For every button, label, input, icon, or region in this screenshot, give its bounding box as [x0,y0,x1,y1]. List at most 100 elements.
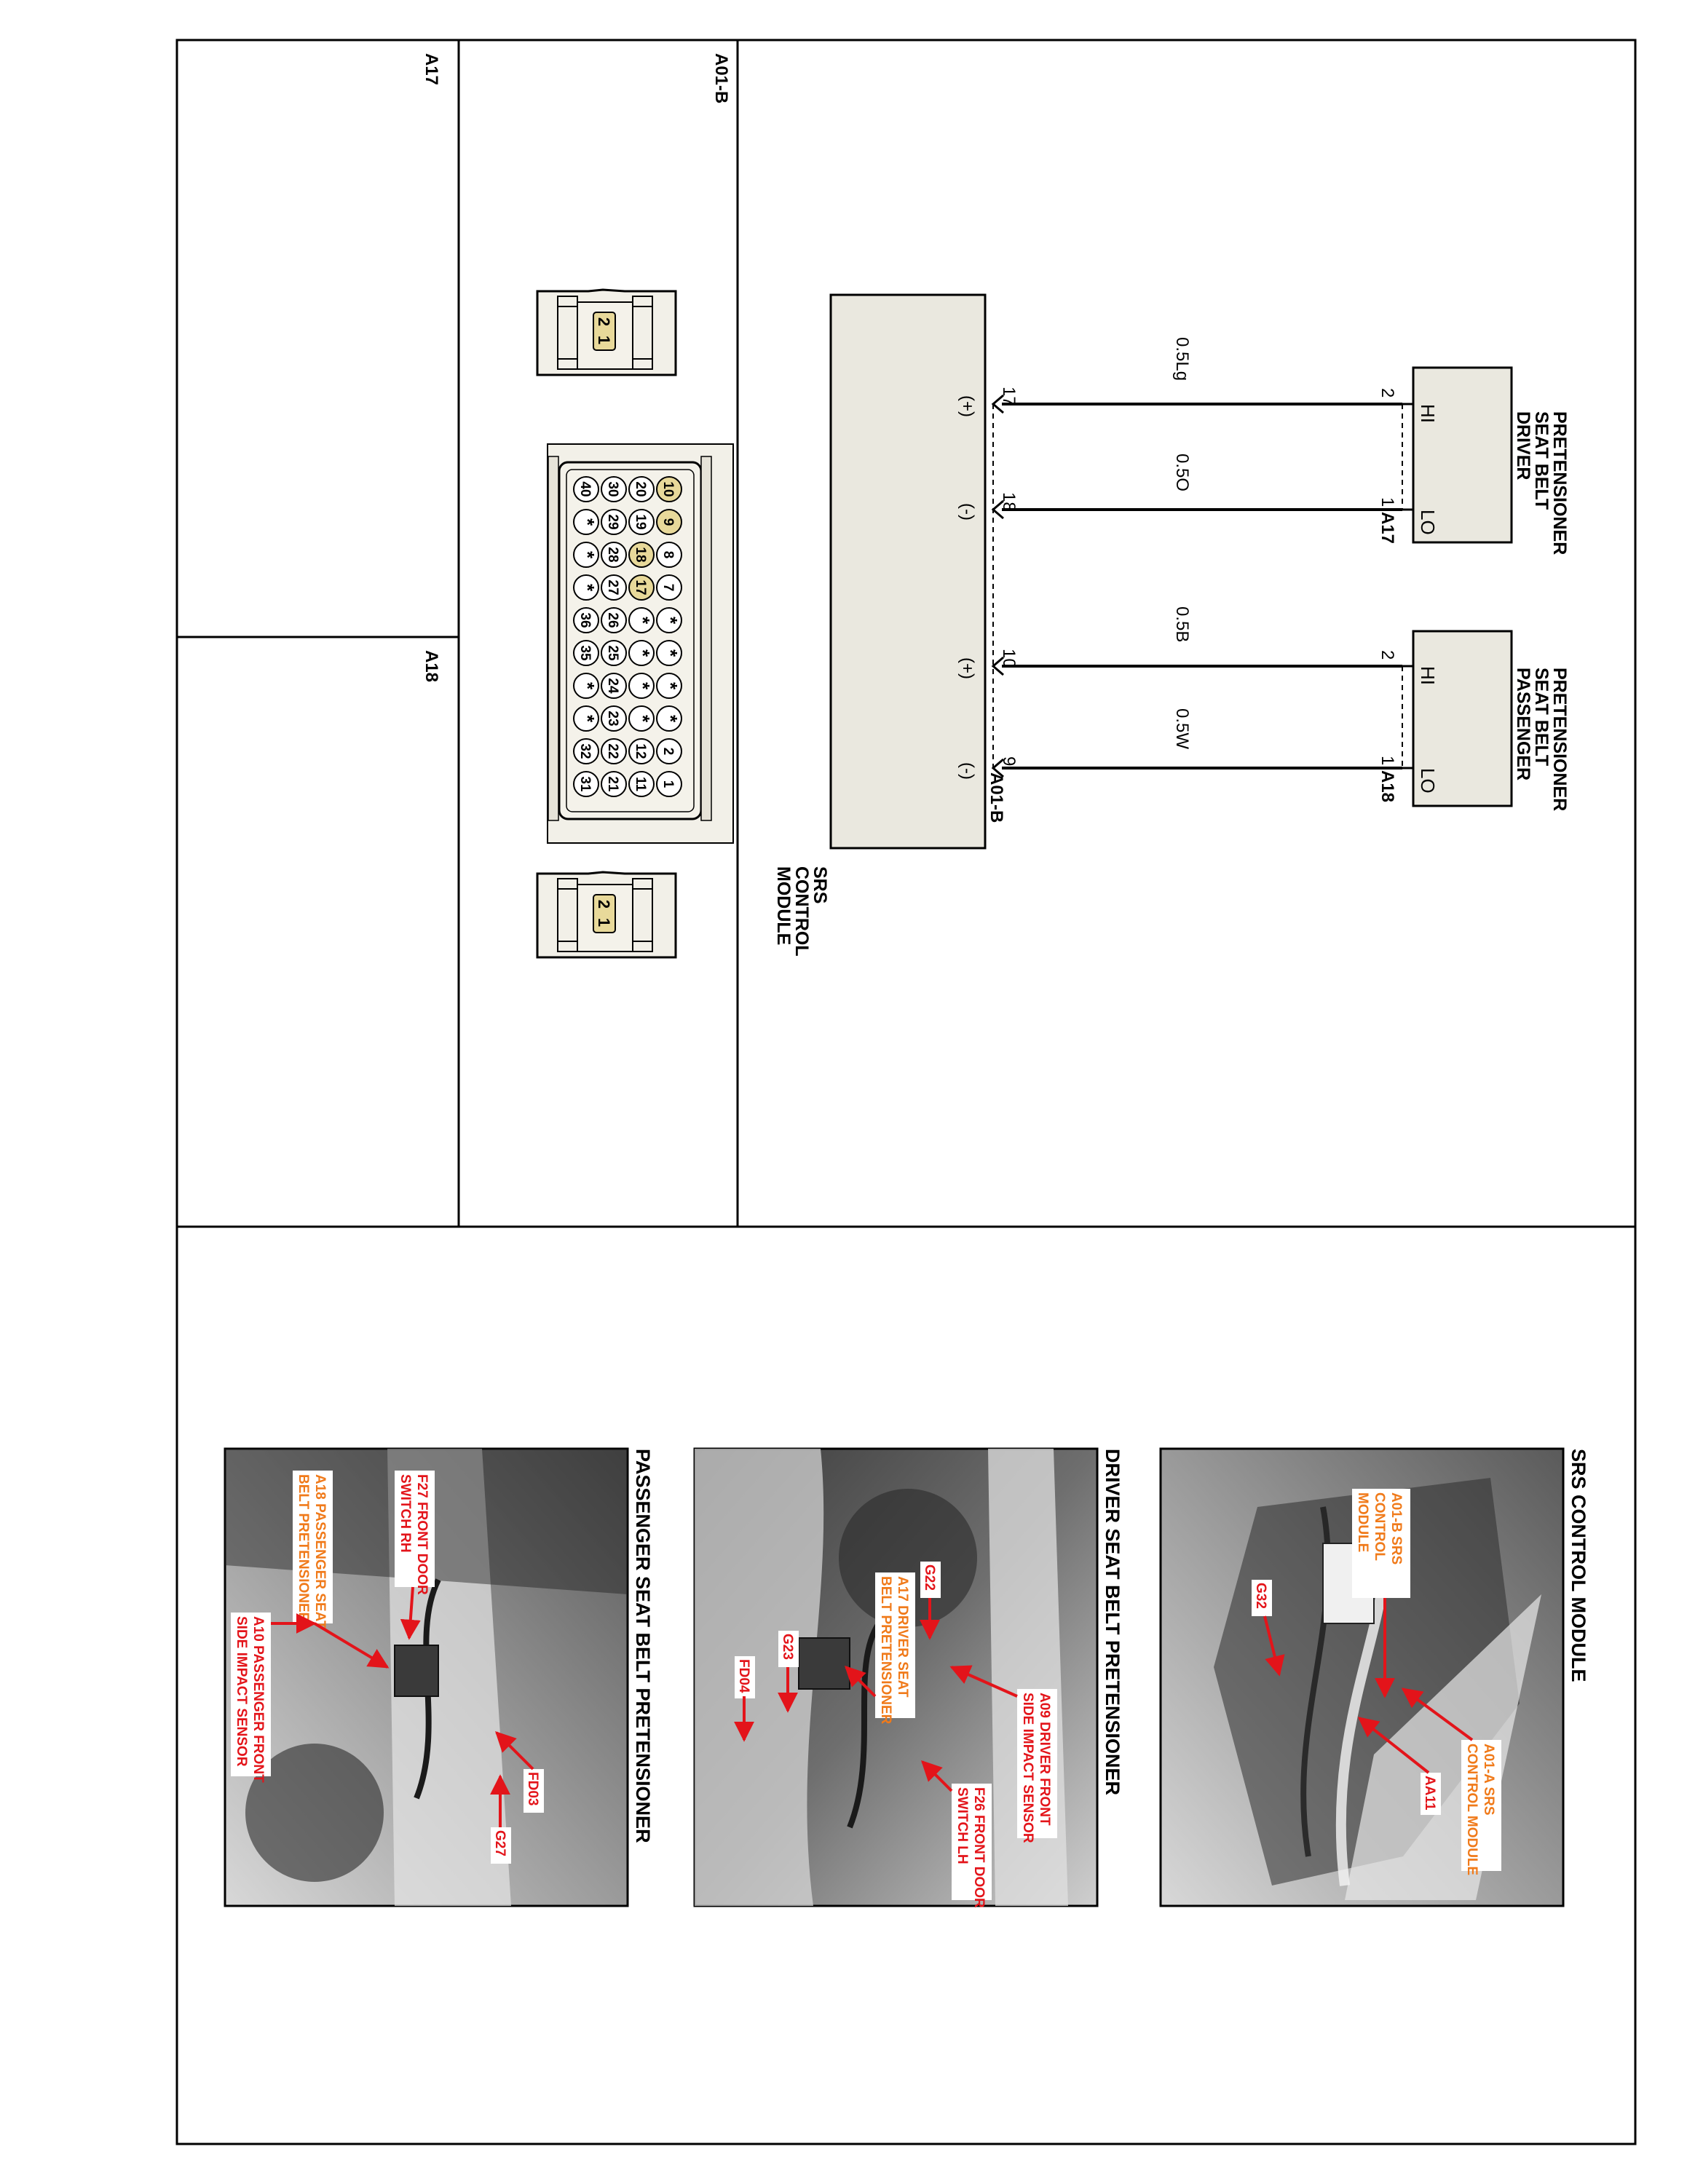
a01b-pin-cell [628,771,655,797]
a01b-pin-cell [628,705,655,732]
passenger-callout-f27-1: F27 FRONT DOOR [414,1474,430,1595]
a01b-pin-label: 9 [660,518,676,526]
a01b-pin-label: 8 [660,551,676,559]
a01b-pin-cell [601,640,627,666]
driver-callout-g22-text: G22 [922,1564,937,1591]
driver-callout-a09: A09 DRIVER FRONT SIDE IMPACT SENSOR [949,1665,1057,1843]
srs-callout-a01b: A01-B SRS CONTROL MODULE [1352,1489,1410,1698]
driver-photo-panel: DRIVER SEAT BELT PRETENSIONER FD04 G23 A… [693,1447,1123,1908]
passenger-callout-g27-text: G27 [492,1830,507,1856]
a01b-pin-label: * [577,715,598,723]
a01b-pin-cell [601,738,627,764]
driver-callout-g23-text: G23 [780,1634,795,1660]
wire-w-color: 0.5W [1172,708,1192,749]
a01b-pin-label: * [632,649,654,657]
driver-callout-f26-1: F26 FRONT DOOR [971,1787,987,1908]
a01b-pin-label: * [660,649,681,657]
polarity-17: (+) [957,395,977,417]
a01b-pin-label: 32 [577,743,593,759]
a01b-pin-label: 11 [633,777,648,792]
polarity-10: (+) [957,657,977,679]
a01b-pin-label: 28 [605,547,620,562]
srs-callout-a01b-2: CONTROL [1372,1492,1387,1561]
passenger-callout-f27: F27 FRONT DOOR SWITCH RH [395,1471,435,1640]
driver-callout-g22: G22 [920,1562,941,1640]
a01b-title: A01-B [711,53,731,103]
a01b-pin-cell [601,673,627,699]
srs-callout-a01a-2: CONTROL MODULE [1464,1744,1479,1875]
a01b-pin-label: 31 [577,776,593,792]
a01b-pin-label: 1 [660,780,676,788]
a01b-pin-label: 7 [660,584,676,592]
a17-pin-1: 1 [595,336,613,344]
driver-pin-hi: HI [1417,404,1439,423]
driver-pretensioner-label-3: PRETENSIONER [1549,411,1570,555]
a01b-connector: 10987****2120191817****12113029282726252… [547,443,734,844]
passenger-pin-hi: HI [1417,666,1439,685]
a01b-pin-cell [656,640,682,666]
driver-pretensioner-label-2: SEAT BELT [1531,411,1552,510]
a17-title: A17 [422,53,441,85]
driver-callout-fd04-text: FD04 [736,1659,751,1693]
a01b-pin-cell [601,509,627,535]
driver-pin-lo: LO [1417,510,1439,535]
a01b-pin-cell [628,738,655,764]
module-pin-10: 10 [999,649,1019,668]
driver-connector-id: A17 [1378,512,1397,544]
a17-pin-2: 2 [595,317,613,326]
srs-connector-id: A01-B [987,772,1006,823]
a01b-pin-cell [628,542,655,568]
passenger-pretensioner-label-1: PASSENGER [1513,668,1533,780]
driver-photo-title: DRIVER SEAT BELT PRETENSIONER [1102,1449,1123,1795]
driver-callout-g23: G23 [778,1631,799,1713]
a01b-pin-cell [601,476,627,502]
a01b-pin-cell [573,640,599,666]
driver-pretensioner-box [1412,366,1513,544]
a01b-pin-label: * [577,682,598,690]
polarity-9: (-) [957,762,977,780]
a01b-pin-cell [628,673,655,699]
srs-callout-a01a-1: A01-A SRS [1481,1744,1496,1816]
a01b-pin-cell [573,771,599,797]
driver-callout-a17-1: A17 DRIVER SEAT [895,1576,910,1698]
a01b-pin-label: 40 [577,481,593,496]
a01b-pin-label: 18 [633,547,648,562]
srs-callout-aa11-text: AA11 [1422,1776,1437,1811]
srs-callout-a01b-1: A01-B SRS [1388,1492,1404,1564]
module-pin-18: 18 [999,492,1019,512]
passenger-callout-fd03: FD03 [495,1731,544,1813]
passenger-photo-panel: PASSENGER SEAT BELT PRETENSIONER A18 PAS… [224,1447,654,1907]
a01b-pin-label: 27 [605,579,620,595]
a01b-pin-cell [601,705,627,732]
passenger-callout-a10-2: SIDE IMPACT SENSOR [234,1616,249,1767]
passenger-callout-a18-1: A18 PASSENGER SEAT [312,1474,328,1629]
passenger-callout-a10: A10 PASSENGER FRONT SIDE IMPACT SENSOR [231,1613,317,1783]
a01b-pin-label: * [632,682,654,690]
a01b-pin-label: 22 [605,743,620,759]
passenger-pretensioner-box [1412,630,1513,807]
passenger-connector-id: A18 [1378,770,1397,802]
passenger-callout-a18-2: BELT PRETENSIONER [296,1474,311,1623]
driver-pin-hi-num: 2 [1378,388,1397,397]
a01b-pin-label: 12 [633,743,648,759]
passenger-pin-hi-num: 2 [1378,650,1397,660]
driver-callout-a17-2: BELT PRETENSIONER [878,1576,893,1725]
module-pin-17: 17 [999,387,1019,406]
a01b-pin-cell [656,738,682,764]
a01b-pin-cell [656,476,682,502]
a01b-pin-cell [628,640,655,666]
a01b-pin-cell [573,738,599,764]
a01b-pin-label: * [577,584,598,592]
srs-module-box [829,293,987,850]
a01b-pin-label: * [660,715,681,723]
a18-pin-2: 2 [595,900,613,909]
a17-connector: 2 1 [536,288,677,376]
a01b-pin-cell [573,476,599,502]
a01b-pin-cell [628,476,655,502]
a01b-pin-label: 17 [633,579,648,595]
srs-callout-a01b-3: MODULE [1355,1492,1370,1552]
page-frame [175,39,1637,2145]
passenger-pretensioner-label-2: SEAT BELT [1531,668,1552,766]
module-pin-9: 9 [999,756,1019,766]
passenger-pin-lo: LO [1417,768,1439,794]
